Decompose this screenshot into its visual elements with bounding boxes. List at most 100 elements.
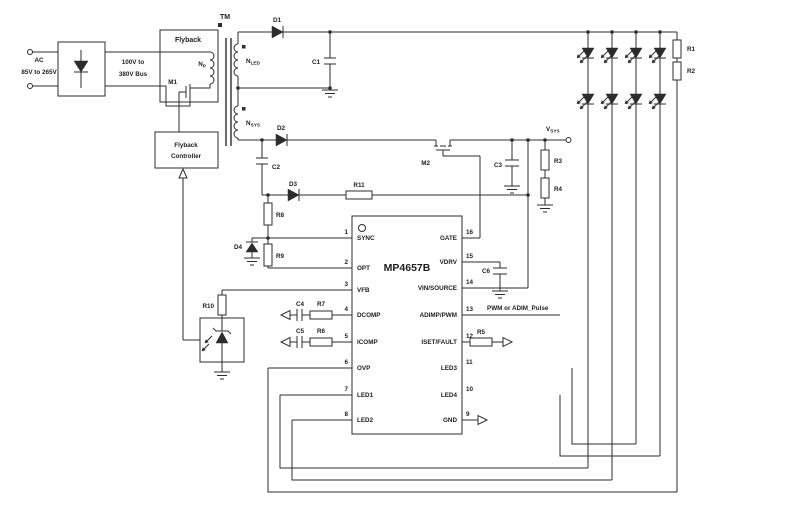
led-icon bbox=[577, 48, 594, 63]
label-d1: D1 bbox=[273, 17, 282, 24]
bridge-rectifier-icon bbox=[57, 41, 106, 97]
pin-num-led1: 7 bbox=[344, 386, 348, 393]
aux-network: C2 D3 R11 R8 R9 D4 bbox=[234, 138, 530, 268]
output-rail: D1 C1 bbox=[237, 17, 677, 98]
label-d4: D4 bbox=[234, 244, 243, 251]
label-c5: C5 bbox=[296, 328, 305, 335]
label-nled: NLED bbox=[246, 58, 261, 66]
ground-icon bbox=[536, 204, 554, 213]
feedback-network: R10 bbox=[178, 167, 245, 380]
pin-label-opt: OPT bbox=[357, 265, 370, 272]
ac-terminal-bottom bbox=[27, 83, 33, 89]
ground-icon bbox=[503, 185, 521, 194]
label-r2: R2 bbox=[687, 68, 696, 75]
mosfet-m1-icon bbox=[105, 84, 211, 132]
ground-icon bbox=[491, 290, 509, 299]
pin-label-adimp: ADIMP/PWM bbox=[420, 312, 457, 319]
label-ac-range: 85V to 265V bbox=[21, 69, 57, 76]
led-winding-icon bbox=[233, 43, 239, 77]
ground-icon bbox=[321, 89, 339, 98]
pin-num-dcomp: 4 bbox=[344, 306, 348, 313]
resistor-r5 bbox=[469, 337, 493, 347]
capacitor-c2-icon bbox=[256, 140, 268, 195]
label-r4: R4 bbox=[554, 186, 563, 193]
pin-label-led2: LED2 bbox=[357, 417, 374, 424]
capacitor-c3-icon bbox=[505, 140, 519, 186]
polarity-mark bbox=[218, 23, 222, 27]
label-m2: M2 bbox=[421, 160, 430, 167]
label-r6: R6 bbox=[317, 328, 326, 335]
led-icon bbox=[625, 48, 642, 63]
label-c2: C2 bbox=[272, 164, 281, 171]
label-r3: R3 bbox=[554, 158, 563, 165]
label-pwm-note: PWM or ADIM_Pulse bbox=[487, 305, 549, 312]
label-controller-2: Controller bbox=[171, 153, 202, 160]
pin-num-vfb: 3 bbox=[344, 281, 348, 288]
mosfet-m2-icon bbox=[434, 140, 480, 157]
label-r11: R11 bbox=[353, 182, 365, 189]
pin-num-opt: 2 bbox=[344, 259, 348, 266]
pin-num-led4: 10 bbox=[466, 386, 474, 393]
resistor-r1 bbox=[672, 39, 682, 59]
capacitor-c6-icon bbox=[493, 262, 507, 291]
label-bus-1: 100V to bbox=[122, 59, 145, 66]
flyback-controller-box bbox=[154, 131, 219, 169]
resistor-r4 bbox=[540, 177, 550, 199]
led-array bbox=[577, 30, 666, 480]
ic-title: MP4657B bbox=[384, 262, 431, 274]
label-d3: D3 bbox=[289, 181, 298, 188]
pin-label-gate: GATE bbox=[440, 235, 457, 242]
pin-num-vin: 14 bbox=[466, 279, 474, 286]
led-icon bbox=[649, 94, 666, 109]
label-nsys: NSYS bbox=[246, 120, 260, 128]
sense-resistors-r1-r2: R1 R2 bbox=[672, 32, 696, 492]
bottom-routing bbox=[267, 368, 677, 493]
label-d2: D2 bbox=[277, 125, 286, 132]
label-bus-2: 380V Bus bbox=[119, 71, 148, 78]
label-ac: AC bbox=[34, 57, 44, 64]
pin-num-ovp: 6 bbox=[344, 359, 348, 366]
label-c6: C6 bbox=[482, 268, 491, 275]
led-icon bbox=[601, 94, 618, 109]
ground-icon bbox=[213, 371, 231, 380]
label-r5: R5 bbox=[477, 329, 486, 336]
resistor-r9 bbox=[263, 243, 273, 267]
polarity-mark bbox=[242, 107, 246, 111]
led-icon bbox=[577, 94, 594, 109]
label-vsys: VSYS bbox=[546, 126, 560, 134]
label-m1: M1 bbox=[168, 79, 177, 86]
pin-label-vfb: VFB bbox=[357, 287, 370, 294]
pin-num-vdrv: 15 bbox=[466, 253, 474, 260]
label-tm: TM bbox=[220, 14, 230, 21]
label-r10: R10 bbox=[202, 303, 214, 310]
signal-arrow-right bbox=[477, 414, 489, 426]
pin-label-vin: VIN/SOURCE bbox=[418, 285, 457, 292]
label-c3: C3 bbox=[494, 162, 503, 169]
led-icon bbox=[649, 48, 666, 63]
label-c4: C4 bbox=[296, 301, 305, 308]
sys-winding-icon bbox=[233, 105, 239, 139]
resistor-r7 bbox=[309, 310, 333, 320]
pin1-indicator bbox=[358, 224, 366, 232]
led-icon bbox=[625, 94, 642, 109]
flyback-stage: Flyback NP M1 Flyback Controller bbox=[105, 29, 219, 169]
pin-label-iset: ISET/FAULT bbox=[421, 339, 457, 346]
resistor-r8 bbox=[263, 202, 273, 226]
resistor-r2 bbox=[672, 61, 682, 81]
pin-num-sync: 1 bbox=[344, 229, 348, 236]
pin-label-led3: LED3 bbox=[441, 365, 458, 372]
pin-num-led3: 11 bbox=[466, 359, 473, 366]
ic-body bbox=[351, 215, 463, 435]
pin-num-iset: 12 bbox=[466, 333, 474, 340]
diode-d2-icon bbox=[275, 133, 288, 147]
label-r8: R8 bbox=[276, 212, 285, 219]
pin-num-led2: 8 bbox=[344, 411, 348, 418]
label-flyback: Flyback bbox=[175, 37, 201, 44]
feedback-arrow bbox=[178, 167, 188, 179]
ac-input: AC 85V to 265V 100V to 380V Bus bbox=[21, 41, 210, 97]
label-c1: C1 bbox=[312, 59, 321, 66]
pin-label-dcomp: DCOMP bbox=[357, 312, 380, 319]
label-r9: R9 bbox=[276, 253, 285, 260]
